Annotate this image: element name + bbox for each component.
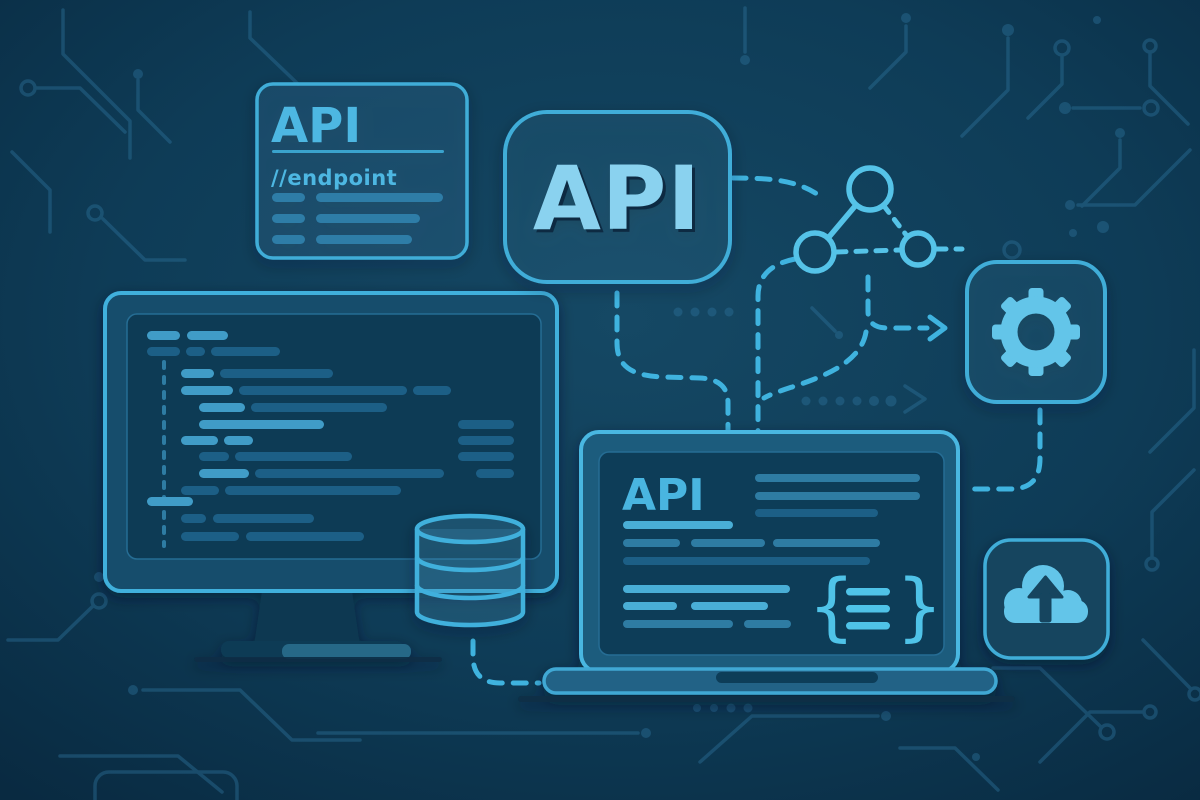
node-edge-dashed-bottom xyxy=(833,247,903,255)
node-bottom-right xyxy=(899,230,937,268)
laptop: API { } xyxy=(518,430,1015,702)
monitor-code-lines xyxy=(147,331,514,541)
connector-nodes-to-gear xyxy=(865,274,930,331)
badge-label: API xyxy=(533,147,701,250)
brace-close: } xyxy=(896,564,943,650)
node-edge-solid xyxy=(826,202,859,240)
database-body xyxy=(414,529,526,628)
badge-frame xyxy=(503,110,732,284)
card-title: API xyxy=(271,98,361,154)
database-divider-2 xyxy=(414,584,526,601)
connector-badge-to-nodes xyxy=(730,175,827,202)
monitor-shadow xyxy=(194,657,442,662)
laptop-shadow xyxy=(518,696,1015,702)
dashed-connectors xyxy=(470,175,1043,686)
gear-icon xyxy=(992,288,1080,376)
laptop-content-lines xyxy=(623,474,920,628)
card-list-lines xyxy=(272,193,443,244)
database-divider-1 xyxy=(414,556,526,573)
monitor-stand-base-highlight xyxy=(282,644,411,659)
laptop-base-notch xyxy=(716,672,878,683)
node-top xyxy=(846,165,894,213)
connector-nodes-branch xyxy=(761,329,869,401)
gear-box xyxy=(965,260,1107,404)
cloud-upload-icon xyxy=(1004,565,1088,623)
connector-nodes-to-laptop xyxy=(755,256,798,434)
badge-label-shadow: API xyxy=(536,150,704,253)
connector-gear-to-laptop xyxy=(971,407,1043,492)
database-top xyxy=(414,513,526,545)
connector-arrowhead xyxy=(927,314,948,342)
card-divider xyxy=(272,150,444,153)
monitor-stand-neck xyxy=(254,591,360,646)
laptop-label: API xyxy=(622,470,705,521)
brace-list-lines xyxy=(846,588,890,630)
laptop-screen xyxy=(598,451,945,656)
database-icon xyxy=(414,513,526,628)
gear-box-frame xyxy=(965,260,1107,404)
node-bottom-left xyxy=(793,230,837,274)
cloud-box xyxy=(983,538,1110,660)
connector-database-to-laptop xyxy=(470,638,542,686)
card-subtitle: //endpoint xyxy=(271,166,397,190)
node-edge-dashed-right xyxy=(881,203,910,239)
api-badge: API API xyxy=(503,110,732,284)
api-doc-card: API //endpoint xyxy=(255,82,469,260)
network-nodes-icon xyxy=(793,165,965,274)
desktop-monitor xyxy=(103,291,559,662)
